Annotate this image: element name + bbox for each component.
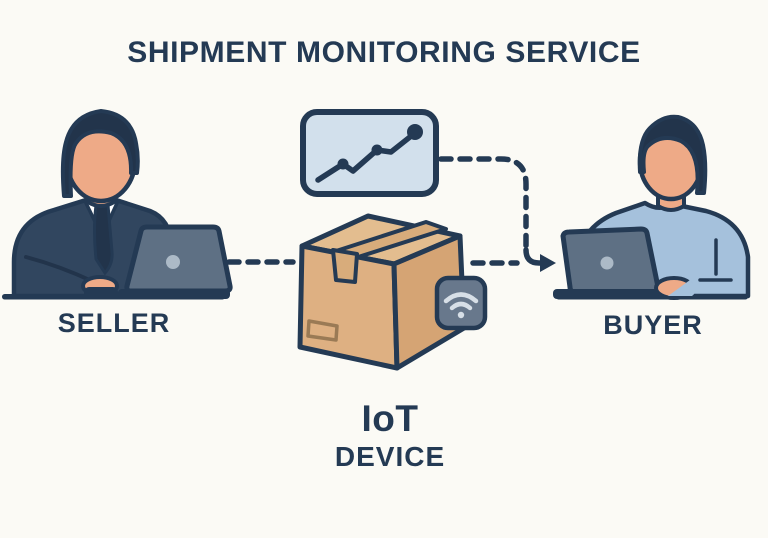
iot-label-line1: IoT bbox=[361, 398, 419, 439]
seller-hair bbox=[60, 109, 140, 198]
seller-laptop-logo bbox=[166, 255, 180, 269]
shipping-label bbox=[306, 319, 339, 342]
seller-tie bbox=[93, 203, 114, 276]
arrowhead-icon bbox=[540, 254, 556, 272]
package-box bbox=[297, 213, 467, 371]
seller-label: SELLER bbox=[57, 308, 171, 338]
seller-illustration bbox=[2, 109, 233, 300]
buyer-laptop-base bbox=[553, 289, 661, 299]
diagram-title: SHIPMENT MONITORING SERVICE bbox=[127, 36, 641, 69]
wifi-icon bbox=[443, 292, 479, 311]
seller-laptop-base bbox=[118, 289, 230, 299]
monitoring-chart-panel bbox=[300, 109, 439, 197]
dashed-arrow-chart-to-buyer bbox=[438, 156, 529, 250]
buyer-laptop-logo bbox=[600, 256, 614, 270]
seller-laptop bbox=[118, 224, 233, 299]
buyer-illustration bbox=[553, 114, 751, 300]
dashed-arrow-box-to-buyer bbox=[470, 247, 556, 272]
buyer-label: BUYER bbox=[603, 310, 703, 340]
buyer-hair bbox=[637, 114, 708, 195]
box-tape-flap bbox=[331, 248, 359, 284]
iot-label-line2: DEVICE bbox=[334, 441, 446, 472]
buyer-laptop bbox=[553, 226, 661, 299]
iot-device bbox=[434, 275, 488, 331]
